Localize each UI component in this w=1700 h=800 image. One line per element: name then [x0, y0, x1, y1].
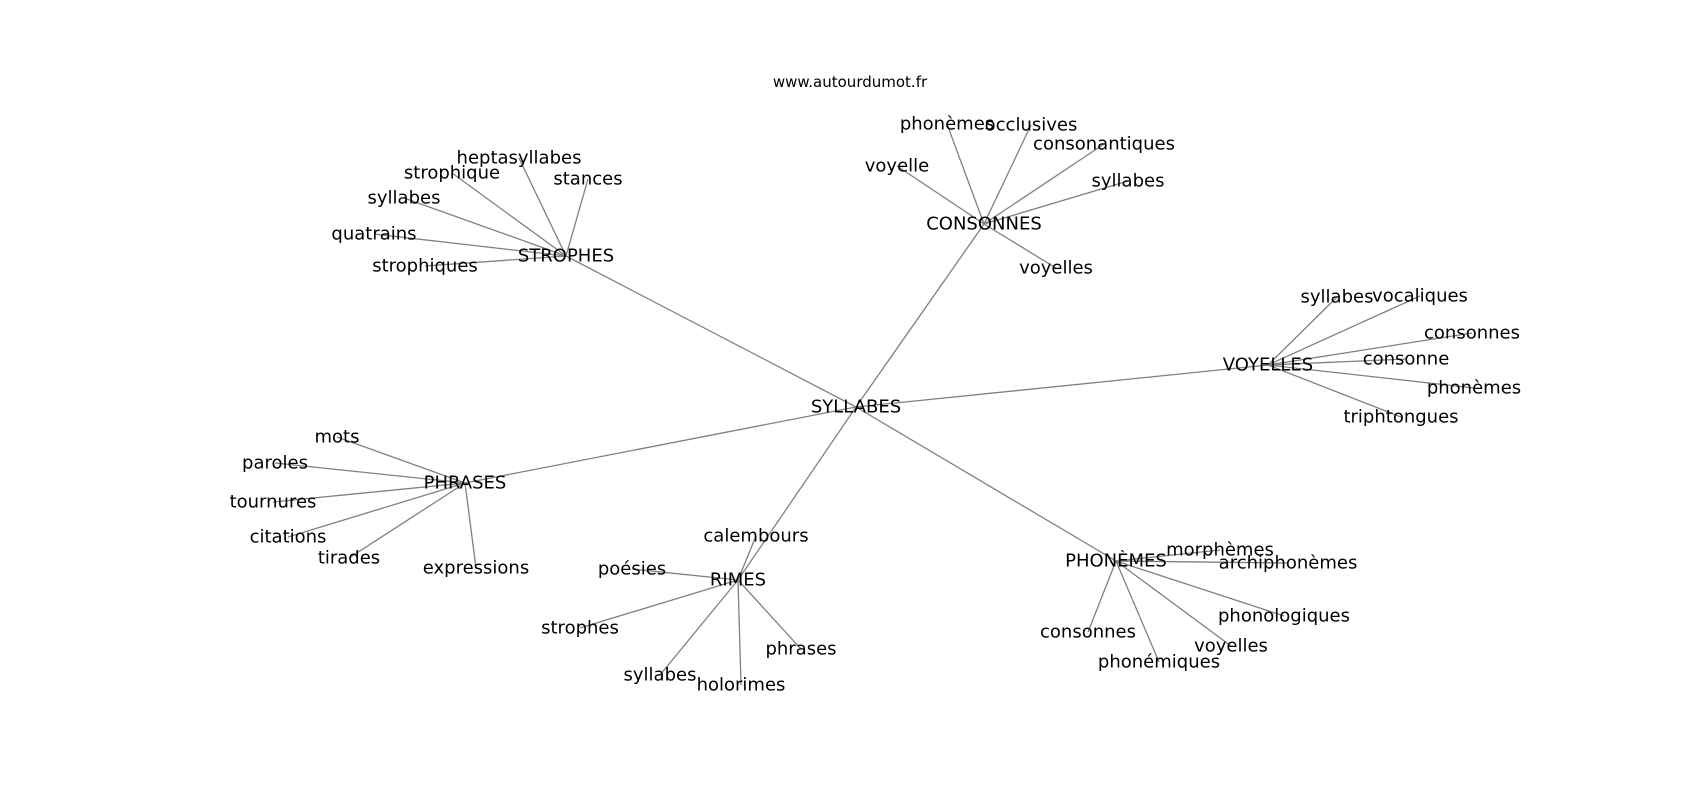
leaf-node-phonemes-archiphonemes: archiphonèmes — [1219, 553, 1358, 574]
leaf-node-consonnes-voyelles: voyelles — [1019, 258, 1093, 279]
edge-phonemes-archiphonemes — [1115, 560, 1289, 564]
leaf-node-strophes-quatrains: quatrains — [331, 224, 416, 245]
leaf-node-voyelles-consonne: consonne — [1363, 349, 1450, 370]
edge-strophes-syllabes — [403, 197, 567, 257]
source-url: www.autourdumot.fr — [773, 73, 928, 91]
hub-node-consonnes: CONSONNES — [926, 214, 1042, 235]
edge-strophes-quatrains — [373, 233, 567, 257]
edges-layer — [272, 123, 1475, 686]
leaf-node-strophes-stances: stances — [553, 169, 622, 190]
leaf-node-strophes-strophique: strophique — [404, 163, 500, 184]
leaf-node-voyelles-consonnes: consonnes — [1424, 323, 1520, 344]
edge-phrases-paroles — [274, 462, 466, 484]
edge-root-phonemes — [855, 406, 1117, 562]
leaf-node-consonnes-occlusives: occlusives — [985, 115, 1078, 136]
edge-phrases-citations — [287, 482, 466, 538]
root-node-label: SYLLABES — [811, 397, 901, 418]
edge-phrases-mots — [336, 436, 466, 484]
edge-strophes-strophique — [451, 172, 567, 257]
hub-node-phonemes: PHONÈMES — [1065, 550, 1167, 572]
edge-root-rimes — [737, 406, 857, 581]
edge-strophes-heptasyllabes — [518, 157, 567, 257]
edge-consonnes-consonantiques — [983, 143, 1105, 225]
edge-rimes-phrases — [737, 579, 802, 650]
leaf-node-rimes-calembours: calembours — [703, 526, 808, 547]
edge-consonnes-phonemes — [946, 123, 985, 225]
edge-rimes-holorimes — [737, 579, 742, 686]
leaf-node-rimes-syllabes: syllabes — [624, 665, 697, 686]
leaf-node-rimes-poesies: poésies — [598, 559, 666, 580]
leaf-node-phrases-expressions: expressions — [423, 558, 529, 579]
hub-node-rimes: RIMES — [710, 570, 766, 591]
leaf-node-phonemes-phonologiques: phonologiques — [1218, 606, 1350, 627]
edge-consonnes-voyelle — [896, 165, 985, 225]
leaf-node-voyelles-phonemes: phonèmes — [1427, 378, 1521, 399]
edge-consonnes-voyelles — [983, 223, 1057, 269]
hub-node-phrases: PHRASES — [424, 473, 507, 494]
edge-phrases-expressions — [464, 482, 477, 569]
edge-root-voyelles — [855, 364, 1269, 408]
leaf-node-phonemes-voyelles: voyelles — [1194, 636, 1268, 657]
leaf-node-rimes-holorimes: holorimes — [697, 675, 786, 696]
edge-voyelles-consonne — [1267, 358, 1407, 366]
leaf-node-consonnes-consonantiques: consonantiques — [1033, 134, 1175, 155]
leaf-node-rimes-strophes: strophes — [541, 618, 619, 639]
edge-rimes-syllabes — [659, 579, 739, 676]
leaf-node-strophes-syllabes: syllabes — [368, 188, 441, 209]
leaf-node-phrases-mots: mots — [315, 427, 360, 448]
leaf-node-strophes-heptasyllabes: heptasyllabes — [457, 148, 582, 169]
edge-rimes-poesies — [631, 568, 739, 581]
edge-phonemes-consonnes — [1087, 560, 1117, 633]
edge-consonnes-syllabes — [983, 180, 1129, 225]
leaf-node-voyelles-syllabes: syllabes — [1301, 287, 1374, 308]
edge-consonnes-occlusives — [983, 124, 1032, 225]
edge-phonemes-morphemes — [1115, 549, 1221, 562]
edge-voyelles-triphtongues — [1267, 364, 1402, 418]
edge-phonemes-phonemiques — [1115, 560, 1160, 663]
leaf-node-phrases-tirades: tirades — [318, 548, 380, 569]
edge-voyelles-syllabes — [1267, 296, 1338, 366]
leaf-node-voyelles-vocaliques: vocaliques — [1372, 286, 1468, 307]
edge-root-phrases — [464, 406, 857, 484]
edge-voyelles-phonemes — [1267, 364, 1475, 389]
edge-voyelles-vocaliques — [1267, 295, 1421, 366]
leaf-node-consonnes-syllabes: syllabes — [1092, 171, 1165, 192]
edge-strophes-stances — [565, 178, 589, 257]
edge-phonemes-voyelles — [1115, 560, 1232, 647]
hub-node-voyelles: VOYELLES — [1223, 355, 1313, 376]
leaf-node-phrases-citations: citations — [250, 527, 327, 548]
leaf-node-strophes-strophiques: strophiques — [372, 256, 478, 277]
leaf-node-consonnes-phonemes: phonèmes — [900, 114, 994, 135]
edge-rimes-strophes — [579, 579, 739, 629]
edge-rimes-calembours — [737, 535, 757, 581]
leaf-node-phrases-tournures: tournures — [230, 492, 317, 513]
leaf-node-phonemes-consonnes: consonnes — [1040, 622, 1136, 643]
leaf-node-phonemes-morphemes: morphèmes — [1166, 540, 1274, 561]
edge-phrases-tournures — [272, 482, 466, 503]
edge-root-strophes — [565, 255, 857, 408]
edge-phrases-tirades — [348, 482, 466, 559]
edge-phonemes-phonologiques — [1115, 560, 1285, 617]
leaf-node-phrases-paroles: paroles — [242, 453, 308, 474]
edge-voyelles-consonnes — [1267, 332, 1473, 366]
leaf-node-rimes-phrases: phrases — [765, 639, 836, 660]
edge-root-consonnes — [855, 223, 985, 408]
leaf-node-consonnes-voyelle: voyelle — [865, 156, 929, 177]
leaf-node-voyelles-triphtongues: triphtongues — [1343, 407, 1458, 428]
edge-strophes-strophiques — [424, 255, 567, 267]
hub-node-strophes: STROPHES — [518, 246, 614, 267]
leaf-node-phonemes-phonemiques: phonémiques — [1098, 652, 1220, 673]
